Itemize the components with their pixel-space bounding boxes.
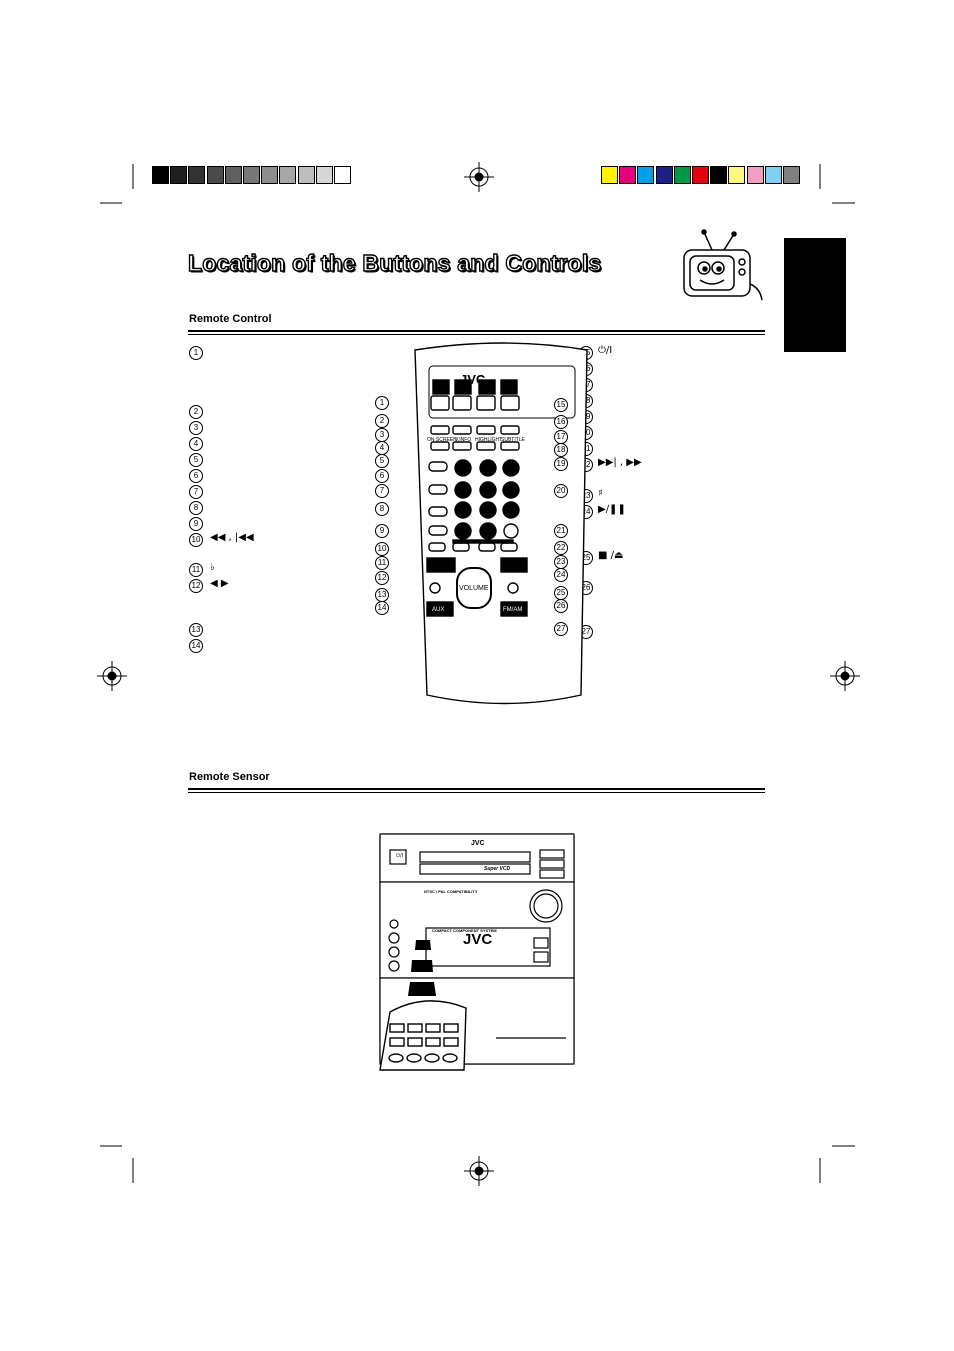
svg-text:ON SCREEN: ON SCREEN [427, 437, 457, 443]
callout-number: 2 [189, 405, 203, 419]
grayscale-swatch [334, 166, 351, 184]
callout-number: 7 [189, 485, 203, 499]
remote-callout: 14 [375, 601, 389, 615]
color-swatch [692, 166, 709, 184]
color-swatch [783, 166, 800, 184]
grayscale-swatch [243, 166, 260, 184]
svg-text:V.INFO: V.INFO [455, 437, 471, 443]
remote-callout: 15 [554, 398, 568, 412]
callout-number: 5 [189, 453, 203, 467]
registration-mark-left [97, 661, 127, 691]
callout-number: 1 [189, 346, 203, 360]
callout-number: 3 [189, 421, 203, 435]
remote-callout: 24 [554, 568, 568, 582]
remote-callout: 8 [375, 502, 389, 516]
grayscale-swatch [279, 166, 297, 184]
remote-callout: 17 [554, 430, 568, 444]
stereo-unit-illustration [379, 833, 575, 1071]
button-symbol: ♭ [210, 562, 215, 573]
grayscale-swatch [297, 166, 315, 184]
color-swatch [619, 166, 637, 184]
button-symbol: ⏻/I [598, 345, 613, 356]
color-swatch [728, 166, 746, 184]
button-symbol: ◀ ▶ [210, 578, 229, 589]
callout-number: 14 [189, 639, 203, 653]
section-rule [188, 330, 765, 335]
remote-callout: 2 [375, 414, 389, 428]
remote-callout: 20 [554, 484, 568, 498]
remote-callout: 13 [375, 588, 389, 602]
section-heading-remote-sensor: Remote Sensor [189, 771, 270, 783]
svg-text:HIGHLIGHT: HIGHLIGHT [475, 437, 502, 443]
callout-number: 6 [189, 469, 203, 483]
grayscale-swatch [224, 166, 242, 184]
remote-callout: 3 [375, 428, 389, 442]
grayscale-swatch [315, 166, 333, 184]
remote-callout: 1 [375, 396, 389, 410]
remote-callout: 9 [375, 524, 389, 538]
remote-callout: 7 [375, 484, 389, 498]
unit-brand-top: JVC [471, 840, 485, 847]
callout-number: 8 [189, 501, 203, 515]
color-swatch [710, 166, 728, 184]
button-symbol: ▶▶| , ▶▶ [598, 457, 642, 468]
callout-number: 10 [189, 533, 203, 547]
unit-power-button: ⏻/I [396, 853, 404, 859]
remote-callout: 11 [375, 556, 389, 570]
callout-number: 4 [189, 437, 203, 451]
color-swatch [673, 166, 691, 184]
remote-callout: 26 [554, 599, 568, 613]
remote-fmam-label: FM/AM [503, 607, 523, 613]
remote-callout: 27 [554, 622, 568, 636]
remote-callout: 4 [375, 441, 389, 455]
remote-callout: 21 [554, 524, 568, 538]
registration-mark-right [830, 661, 860, 691]
remote-callout: 6 [375, 469, 389, 483]
button-symbol: ■ /⏏ [598, 550, 624, 561]
unit-brand-logo: JVC [463, 931, 493, 948]
section-rule-2 [188, 788, 765, 793]
grayscale-swatch [188, 166, 206, 184]
button-symbol: ♯ [598, 488, 603, 499]
unit-compat-text: NTSC / PAL COMPATIBILITY [424, 889, 478, 894]
callout-number: 9 [189, 517, 203, 531]
registration-mark-top [464, 162, 494, 192]
color-swatch [655, 166, 673, 184]
remote-callout: 23 [554, 555, 568, 569]
remote-callout: 10 [375, 542, 389, 556]
callout-number: 12 [189, 579, 203, 593]
unit-svcd-text: Super VCD [484, 866, 511, 872]
color-swatch [601, 166, 618, 184]
page-title: Location of the Buttons and Controls [187, 249, 602, 276]
grayscale-swatch [261, 166, 279, 184]
button-symbol: ◀◀ , |◀◀ [210, 532, 254, 543]
remote-callout: 22 [554, 541, 568, 555]
section-heading-remote-control: Remote Control [189, 313, 272, 325]
callout-number: 11 [189, 563, 203, 577]
remote-callout: 12 [375, 571, 389, 585]
grayscale-swatch [170, 166, 188, 184]
callout-number: 13 [189, 623, 203, 637]
remote-callout: 16 [554, 415, 568, 429]
svg-text:SUBTITLE: SUBTITLE [501, 437, 526, 443]
remote-callout: 18 [554, 443, 568, 457]
remote-volume-label: VOLUME [459, 585, 489, 592]
color-swatch [746, 166, 764, 184]
grayscale-swatch [206, 166, 224, 184]
color-swatch [764, 166, 782, 184]
side-tab [784, 238, 846, 352]
remote-callout: 5 [375, 454, 389, 468]
button-symbol: ▶/❚❚ [598, 504, 626, 515]
unit-system-text: COMPACT COMPONENT SYSTEM [432, 928, 497, 933]
remote-aux-label: AUX [432, 607, 445, 613]
grayscale-swatch [152, 166, 169, 184]
remote-callout: 25 [554, 586, 568, 600]
registration-mark-bottom [464, 1156, 494, 1186]
remote-callout: 19 [554, 457, 568, 471]
color-swatch [637, 166, 655, 184]
remote-brand-logo: JVC [460, 372, 486, 387]
tv-mascot-icon [683, 229, 763, 301]
